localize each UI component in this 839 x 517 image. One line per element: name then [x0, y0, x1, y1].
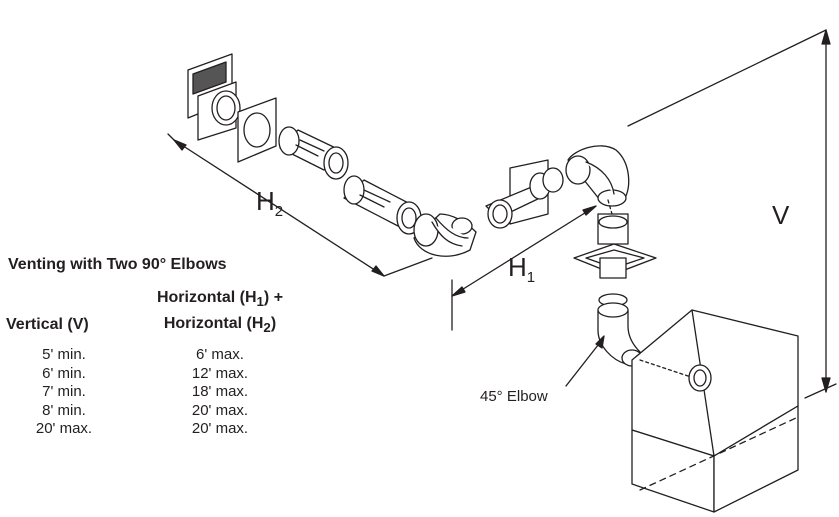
table-cell-vertical: 20' max.	[35, 420, 93, 437]
v-dimension	[627, 29, 837, 399]
elbow-45-leader	[565, 335, 605, 387]
elbow-90-upper	[565, 145, 630, 207]
wall-plate	[237, 97, 277, 163]
ceiling-support-plate	[573, 213, 657, 307]
table-cell-vertical: 6' min.	[42, 364, 86, 382]
h2-dimension	[167, 133, 433, 277]
v-label: V	[772, 200, 790, 230]
vertical-column-header: Vertical (V)	[6, 316, 89, 333]
table-cell-horizontal: 20' max.	[191, 401, 249, 419]
table-cell-vertical: 8' min.	[42, 401, 86, 419]
table-cell-horizontal: 6' max.	[196, 346, 244, 363]
table-cell-vertical: 7' min.	[42, 383, 86, 400]
pipe-section-2	[343, 175, 422, 235]
h1-label: H1	[508, 252, 536, 287]
h2-label: H2	[256, 186, 284, 221]
horizontal-column-header: Horizontal (H1) + Horizontal (H2)	[156, 289, 284, 336]
table-cell-horizontal: 12' max.	[191, 364, 249, 382]
table-cell-horizontal: 18' max.	[191, 383, 249, 400]
appliance-boiler	[631, 309, 799, 513]
elbow-90-lower	[413, 213, 477, 257]
pipe-section-1	[278, 126, 349, 180]
vertical-column: 5' min. 6' min. 7' min. 8' min. 20' max.	[10, 346, 118, 439]
table-cell-vertical: 5' min.	[42, 346, 86, 363]
table-title: Venting with Two 90° Elbows	[8, 256, 227, 273]
horizontal-column: 6' max. 12' max. 18' max. 20' max. 20' m…	[150, 346, 290, 439]
h1-dimension	[451, 205, 597, 331]
wall-thimble	[485, 159, 564, 229]
table-cell-horizontal: 20' max.	[191, 420, 249, 437]
vent-termination-cap	[187, 53, 241, 141]
elbow-45-label: 45° Elbow	[480, 388, 548, 405]
